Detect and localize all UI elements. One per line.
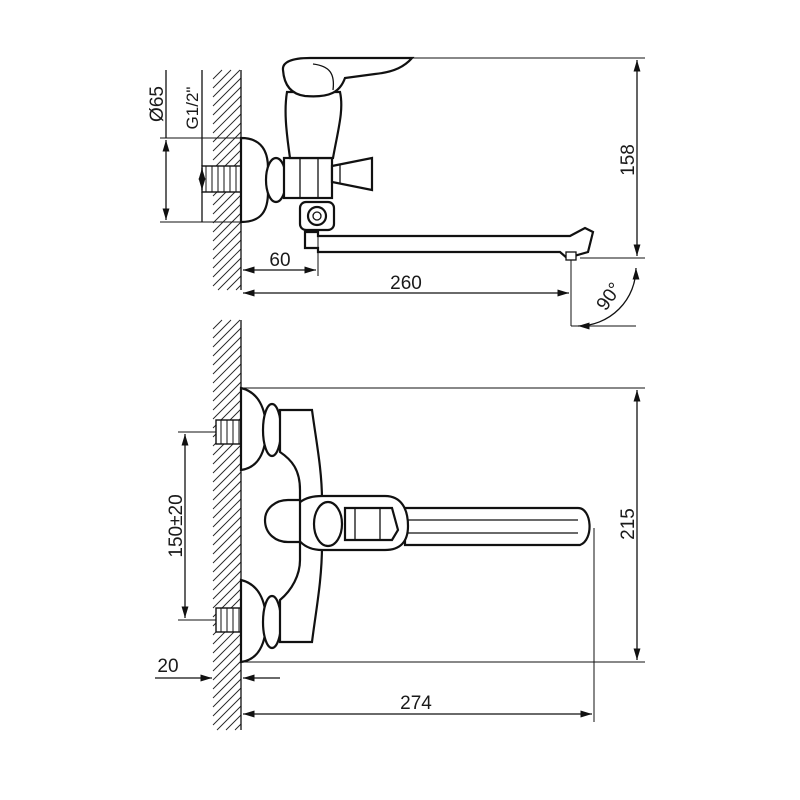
dim-215-label: 215 [618,508,639,540]
hatch-line [212,687,242,717]
hatch-line [212,104,242,134]
hatch-line [212,69,223,80]
hatch-line [212,212,242,242]
hatch-line [212,453,242,483]
top-dimensions: 158 Ø65 G1/2" 60 260 90° [147,57,645,330]
hatch-line [212,462,242,492]
hatch-line [212,319,232,339]
hatch-line [212,336,242,366]
hatch-line [212,354,242,384]
hatch-line [212,651,242,681]
hatch-line [212,363,242,393]
hatch-line [212,444,242,474]
hatch-line [212,579,242,609]
hatch-line [212,480,242,510]
hatch-line [212,471,242,501]
hatch-line [212,543,242,573]
hatch-line [212,390,242,420]
faucet-side-view [201,56,595,261]
hatch-line [226,275,242,291]
hatch-line [212,77,242,107]
hatch-line [212,140,242,170]
hatch-line [212,660,242,690]
hatch-line [212,257,242,287]
hatch-line [212,669,242,699]
hatch-line [212,122,242,152]
bottom-dimensions: 215 150±20 20 274 [155,387,645,722]
wall-hatch-bottom [212,319,242,731]
hatch-line [235,284,242,291]
hatch-line [212,239,242,269]
dim-60-label: 60 [269,250,290,271]
hatch-line [212,498,242,528]
hatch-line [212,642,242,672]
hatch-line [212,570,242,600]
hatch-line [212,221,242,251]
hatch-line [217,266,242,291]
hatch-line [212,131,242,161]
hatch-line [212,248,242,278]
dim-angle-label: 90° [593,279,627,315]
hatch-line [212,194,242,224]
hatch-line [212,113,242,143]
hatch-line [212,696,242,726]
dim-158-label: 158 [618,144,639,176]
hatch-line [212,633,242,663]
dim-thread-label: G1/2" [183,87,202,130]
hatch-line [212,69,232,89]
hatch-line [212,319,223,330]
hatch-line [212,561,242,591]
hatch-line [212,319,241,348]
hatch-line [212,678,242,708]
hatch-line [225,714,242,731]
faucet-front-view [215,386,591,664]
hatch-line [212,489,242,519]
hatch-line [212,230,242,260]
hatch-line [212,552,242,582]
hatch-line [212,86,242,116]
hatch-line [212,327,242,357]
hatch-line [212,95,242,125]
hatch-line [212,203,242,233]
hatch-line [212,534,242,564]
hatch-line [212,372,242,402]
hatch-line [212,516,242,546]
hatch-line [212,525,242,555]
dim-diameter-label: Ø65 [147,86,168,122]
hatch-line [212,507,242,537]
hatch-line [212,69,241,98]
dim-274-label: 274 [400,693,432,714]
hatch-line [212,381,242,411]
dim-150-label: 150±20 [166,494,187,557]
hatch-line [212,345,242,375]
hatch-line [216,705,242,731]
hatch-line [234,723,242,731]
dim-20-label: 20 [157,656,178,677]
dim-260-label: 260 [390,273,422,294]
